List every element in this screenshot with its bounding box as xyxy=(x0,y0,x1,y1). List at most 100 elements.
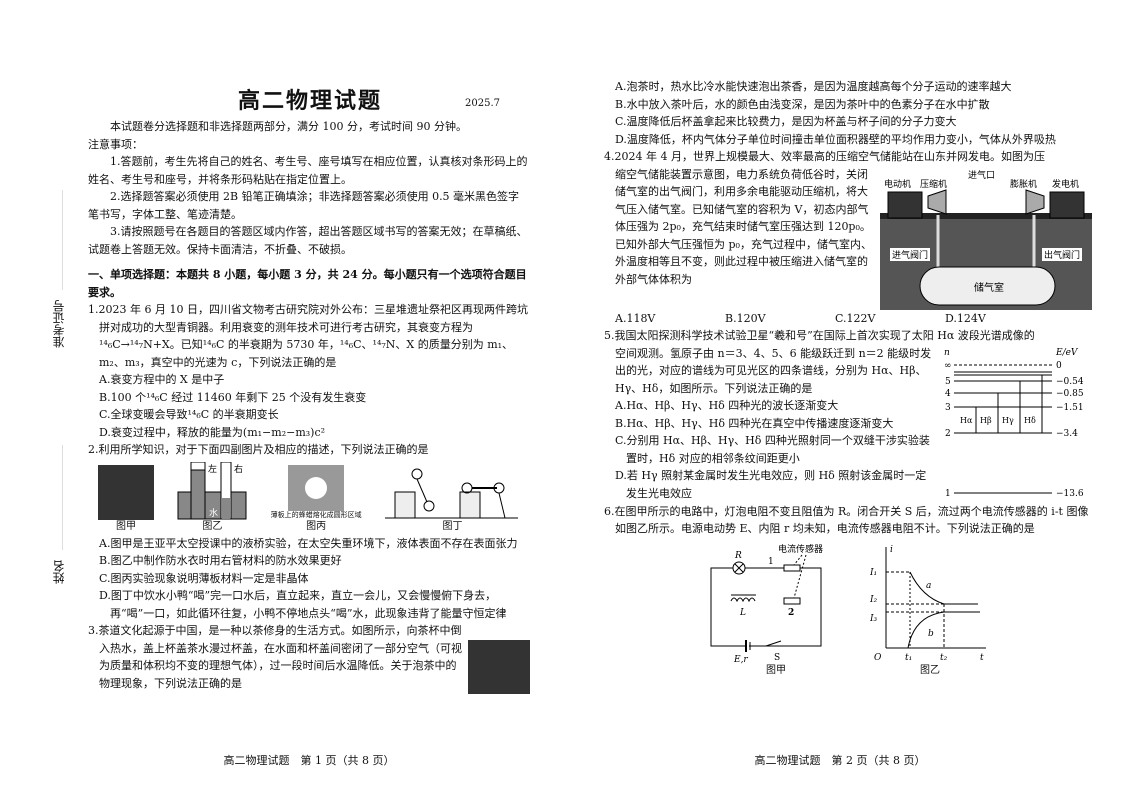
q4-option-b: B.120V xyxy=(725,311,766,325)
q1-option-a: A.衰变方程中的 X 是中子 xyxy=(99,373,225,386)
q5-option-d: D.若 Hγ 照射某金属时发生光电效应，则 Hδ 照射该金属时一定发生光电效应 xyxy=(615,469,927,500)
page-2: A.泡茶时，热水比冷水能快速泡出茶香，是因为温度越高每个分子运动的速率越大 B.… xyxy=(604,78,1092,677)
capillary-tube-figure: 左 右 水 xyxy=(177,461,247,519)
level-5-e: −0.54 xyxy=(1056,377,1084,387)
n-axis-label: n xyxy=(944,348,950,358)
question-4-body: 缩空气储能装置示意图，电力系统负荷低谷时，关闭储气室的出气阀门，利用多余电能驱动… xyxy=(604,166,1092,310)
question-3: 3.茶道文化起源于中国，是一种以茶修身的生活方式。如图所示，向茶杯中倒入热水，盖… xyxy=(88,622,530,694)
h-alpha-label: Hα xyxy=(960,416,973,425)
binding-line xyxy=(62,445,63,550)
exam-id-label: 准考证号 xyxy=(52,300,66,348)
level-2-e: −3.4 xyxy=(1056,429,1078,439)
level-1-e: −13.6 xyxy=(1056,489,1084,499)
notice-title: 注意事项： xyxy=(88,137,143,151)
page-1-footer: 高二物理试题 第 1 页（共 8 页） xyxy=(223,754,395,767)
switch-label: S xyxy=(774,653,780,663)
h-delta-label: Hδ xyxy=(1024,416,1036,425)
level-inf-n: ∞ xyxy=(944,361,952,371)
generator-label: 发电机 xyxy=(1052,178,1079,190)
axis-i-label: i xyxy=(890,545,893,555)
q4-option-d: D.124V xyxy=(945,311,986,325)
i2-label: I₂ xyxy=(870,595,878,605)
curve-b-label: b xyxy=(928,629,934,639)
q1-option-b: B.100 个¹⁴₆C 经过 11460 年剩下 25 个没有发生衰变 xyxy=(99,390,367,404)
notice-3: 3.请按照题号在各题目的答题区域内作答，超出答题区域书写的答案无效；在草稿纸、试… xyxy=(88,225,528,256)
q5-text: 空间观测。氢原子由 n＝3、4、5、6 能级跃迁到 n＝2 能级时发出的光，对应… xyxy=(604,345,936,503)
q3-option-b: B.水中放入茶叶后，水的颜色由浅变深，是因为茶叶中的色素分子在水中扩散 xyxy=(615,97,990,111)
fig-yi-graph-caption: 图乙 xyxy=(920,664,940,676)
in-valve-label: 进气阀门 xyxy=(892,249,928,261)
sensor-2-label: 2 xyxy=(788,608,794,618)
section-title: 一、单项选择题：本题共 8 小题，每小题 3 分，共 24 分。每小题只有一个选… xyxy=(88,268,527,299)
wax-note: 薄板上的蜂蜡熔化成圆形区域 xyxy=(270,510,362,519)
t1-label: t₁ xyxy=(905,653,912,663)
compressor-label: 压缩机 xyxy=(920,178,947,190)
i3-label: I₃ xyxy=(870,614,878,624)
fig-circuit: 电流传感器 R 1 L 2 E,r S 图甲 xyxy=(706,542,846,677)
energy-level-diagram: n E/eV ∞0 5−0.54 4−0.85 3−1.51 2−3.4 1−1… xyxy=(944,348,1084,499)
h-gamma-label: Hγ xyxy=(1002,416,1014,425)
question-5-stem-first: 5.我国太阳探测科学技术试验卫星“羲和号”在国际上首次实现了太阳 Hα 波段光谱… xyxy=(604,329,1035,342)
title-row: 高二物理试题 2025.7 xyxy=(88,86,530,118)
fig-yi: 左 右 水 图乙 xyxy=(177,461,247,533)
q3-option-a: A.泡茶时，热水比冷水能快速泡出茶香，是因为温度越高每个分子运动的速率越大 xyxy=(615,80,1012,93)
sensor-label: 电流传感器 xyxy=(778,543,823,555)
page-1: 高二物理试题 2025.7 本试题卷分选择题和非选择题两部分，满分 100 分，… xyxy=(88,86,530,694)
circuit-diagram: 电流传感器 R 1 L 2 E,r S xyxy=(710,543,823,664)
energy-axis-label: E/eV xyxy=(1055,348,1079,358)
q2-option-b: B.图乙中制作防水衣时用右管材料的防水效果更好 xyxy=(99,554,342,567)
intro: 本试题卷分选择题和非选择题两部分，满分 100 分，考试时间 90 分钟。 xyxy=(110,120,467,133)
level-3-n: 3 xyxy=(945,403,951,413)
motor-label: 电动机 xyxy=(884,178,911,190)
page-2-footer: 高二物理试题 第 2 页（共 8 页） xyxy=(754,754,926,767)
fig-ding-caption: 图丁 xyxy=(442,520,463,532)
exam-date: 2025.7 xyxy=(465,98,500,109)
q2-option-c: C.图丙实验现象说明薄板材料一定是非晶体 xyxy=(99,571,309,585)
drinking-bird-figure xyxy=(384,468,518,518)
question-2-stem: 2.利用所学知识，对于下面四副图片及相应的描述，下列说法正确的是 xyxy=(88,443,429,456)
current-time-graph: i t O I₁ I₂ I₃ t₁ t₂ a b xyxy=(870,545,986,663)
lamp-r-label: R xyxy=(734,551,742,561)
fig-jia-circuit-caption: 图甲 xyxy=(766,664,786,676)
water-label: 水 xyxy=(209,507,218,519)
t2-label: t₂ xyxy=(940,653,948,663)
curve-a-label: a xyxy=(926,581,931,591)
teacup-photo xyxy=(468,640,530,694)
left-tube-label: 左 xyxy=(208,463,217,475)
chamber-label: 储气室 xyxy=(974,281,1004,294)
level-inf-e: 0 xyxy=(1056,361,1062,371)
q2-figures: 图甲 左 右 水 图乙 薄板上的蜂蜡熔化成圆形区域 图丙 xyxy=(88,461,530,533)
q3-option-d: D.温度降低，杯内气体分子单位时间撞击单位面积器壁的平均作用力变小，气体从外界吸… xyxy=(615,132,1056,146)
fig-bing-caption: 图丙 xyxy=(306,520,327,532)
inlet-label: 进气口 xyxy=(968,170,995,181)
axis-t-label: t xyxy=(980,653,984,663)
wax-plate-figure xyxy=(288,464,345,511)
question-4-stem-first: 4.2024 年 4 月，世界上规模最大、效率最高的压缩空气储能站在山东并网发电… xyxy=(604,150,1045,163)
compressed-air-storage-figure: 电动机 压缩机 进气口 膨胀机 发电机 进气阀门 出气阀门 储气室 xyxy=(880,170,1092,310)
question-6-stem: 6.在图甲所示的电路中，灯泡电阻不变且阻值为 R。闭合开关 S 后，流过两个电流… xyxy=(604,504,1089,536)
fig-jia-caption: 图甲 xyxy=(116,520,136,532)
notice-1: 1.答题前，考生先将自己的姓名、考生号、座号填写在相应位置，认真核对条形码上的姓… xyxy=(88,155,528,186)
notice-2: 2.选择题答案必须使用 2B 铅笔正确填涂；非选择题答案必须使用 0.5 毫米黑… xyxy=(88,190,520,221)
q2-option-d: D.图丁中饮水小鸭“喝”完一口水后，直立起来，直立一会儿，又会慢慢俯下身去，再“… xyxy=(99,589,507,620)
question-1-stem: 1.2023 年 6 月 10 日，四川省文物考古研究院对外公布：三星堆遗址祭祀… xyxy=(88,303,528,369)
fig-ding: 图丁 xyxy=(384,462,520,533)
level-1-n: 1 xyxy=(945,489,951,499)
q1-option-d: D.衰变过程中，释放的能量为(m₁−m₂−m₃)c² xyxy=(99,425,326,439)
q4-options: A.118V B.120V C.122V D.124V xyxy=(604,310,1092,328)
fig-yi-caption: 图乙 xyxy=(202,520,223,532)
liquid-bridge-photo xyxy=(98,464,154,520)
h-beta-label: Hβ xyxy=(980,416,992,425)
expander-label: 膨胀机 xyxy=(1010,178,1037,190)
sensor-1-label: 1 xyxy=(768,557,774,567)
q5-option-a: A.Hα、Hβ、Hγ、Hδ 四种光的波长逐渐变大 xyxy=(615,399,839,412)
question-5-body: 空间观测。氢原子由 n＝3、4、5、6 能级跃迁到 n＝2 能级时发出的光，对应… xyxy=(604,345,1092,503)
question-4-stem: 缩空气储能装置示意图，电力系统负荷低谷时，关闭储气室的出气阀门，利用多余电能驱动… xyxy=(615,167,872,286)
q6-figures: 电流传感器 R 1 L 2 E,r S 图甲 xyxy=(604,542,1092,677)
q4-option-a: A.118V xyxy=(615,311,656,325)
i1-label: I₁ xyxy=(870,568,877,578)
level-4-n: 4 xyxy=(945,389,951,399)
source-label: E,r xyxy=(733,655,748,664)
q4-option-c: C.122V xyxy=(835,311,876,325)
inductor-label: L xyxy=(739,608,746,618)
